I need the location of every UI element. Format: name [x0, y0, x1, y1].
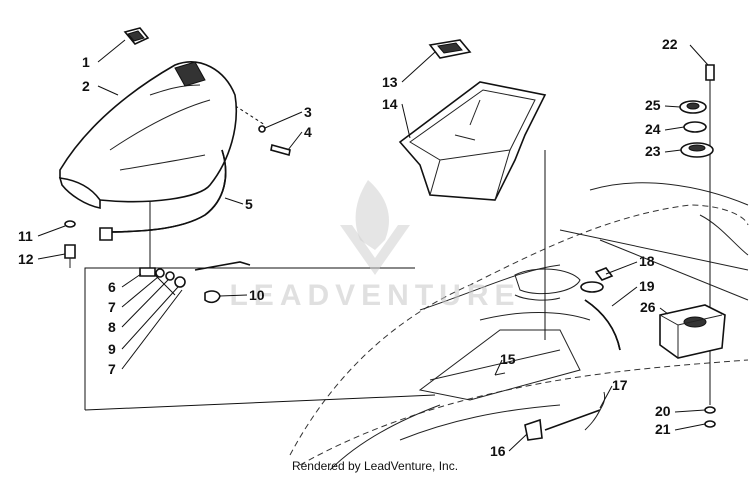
- boot-hose-part: [580, 267, 621, 351]
- callout-24: 24: [645, 121, 661, 137]
- callout-leaders: [37, 39, 709, 452]
- snowmobile-body-outline: [289, 182, 749, 471]
- callout-9: 9: [108, 341, 116, 357]
- callout-22: 22: [662, 36, 678, 52]
- hardware-stack-part: [139, 261, 251, 304]
- callout-8: 8: [108, 319, 116, 335]
- seat-part: [58, 61, 238, 209]
- callout-11: 11: [18, 228, 33, 244]
- callout-7: 7: [108, 299, 116, 315]
- seal-strip-part: [99, 149, 227, 241]
- callout-4: 4: [304, 124, 312, 140]
- latch-part: [123, 27, 150, 45]
- callout-14: 14: [382, 96, 398, 112]
- callout-6: 6: [108, 279, 116, 295]
- watermark-logo: LEADVENTURE: [229, 180, 520, 312]
- screw-part: [258, 125, 291, 157]
- callout-25: 25: [645, 97, 661, 113]
- fuel-tank-part: [659, 304, 726, 359]
- callout-7b: 7: [108, 361, 116, 377]
- callout-2: 2: [82, 78, 90, 94]
- callout-20: 20: [655, 403, 671, 419]
- callout-19: 19: [639, 278, 655, 294]
- callout-13: 13: [382, 74, 398, 90]
- callout-1: 1: [82, 54, 90, 70]
- callout-3: 3: [304, 104, 312, 120]
- render-credit-caption: Rendered by LeadVenture, Inc.: [291, 459, 459, 473]
- callout-17: 17: [612, 377, 628, 393]
- bin-handle-part: [428, 39, 472, 59]
- cap-parts: [679, 64, 715, 158]
- bottom-hardware-part: [704, 406, 716, 428]
- cable-spring-part: [494, 372, 606, 441]
- callout-23: 23: [645, 143, 661, 159]
- callout-labels: 1 2 3 4 5 6 7 8 9 7 10 11 12 13 14 15 16…: [18, 36, 678, 459]
- callout-15: 15: [500, 351, 516, 367]
- callout-16: 16: [490, 443, 506, 459]
- callout-5: 5: [245, 196, 253, 212]
- callout-26: 26: [640, 299, 656, 315]
- callout-10: 10: [249, 287, 265, 303]
- storage-bin-part: [398, 81, 547, 201]
- watermark-text: LEADVENTURE: [229, 279, 520, 312]
- callout-12: 12: [18, 251, 34, 267]
- callout-18: 18: [639, 253, 655, 269]
- callout-21: 21: [655, 421, 671, 437]
- bolt-part-left: [64, 220, 76, 268]
